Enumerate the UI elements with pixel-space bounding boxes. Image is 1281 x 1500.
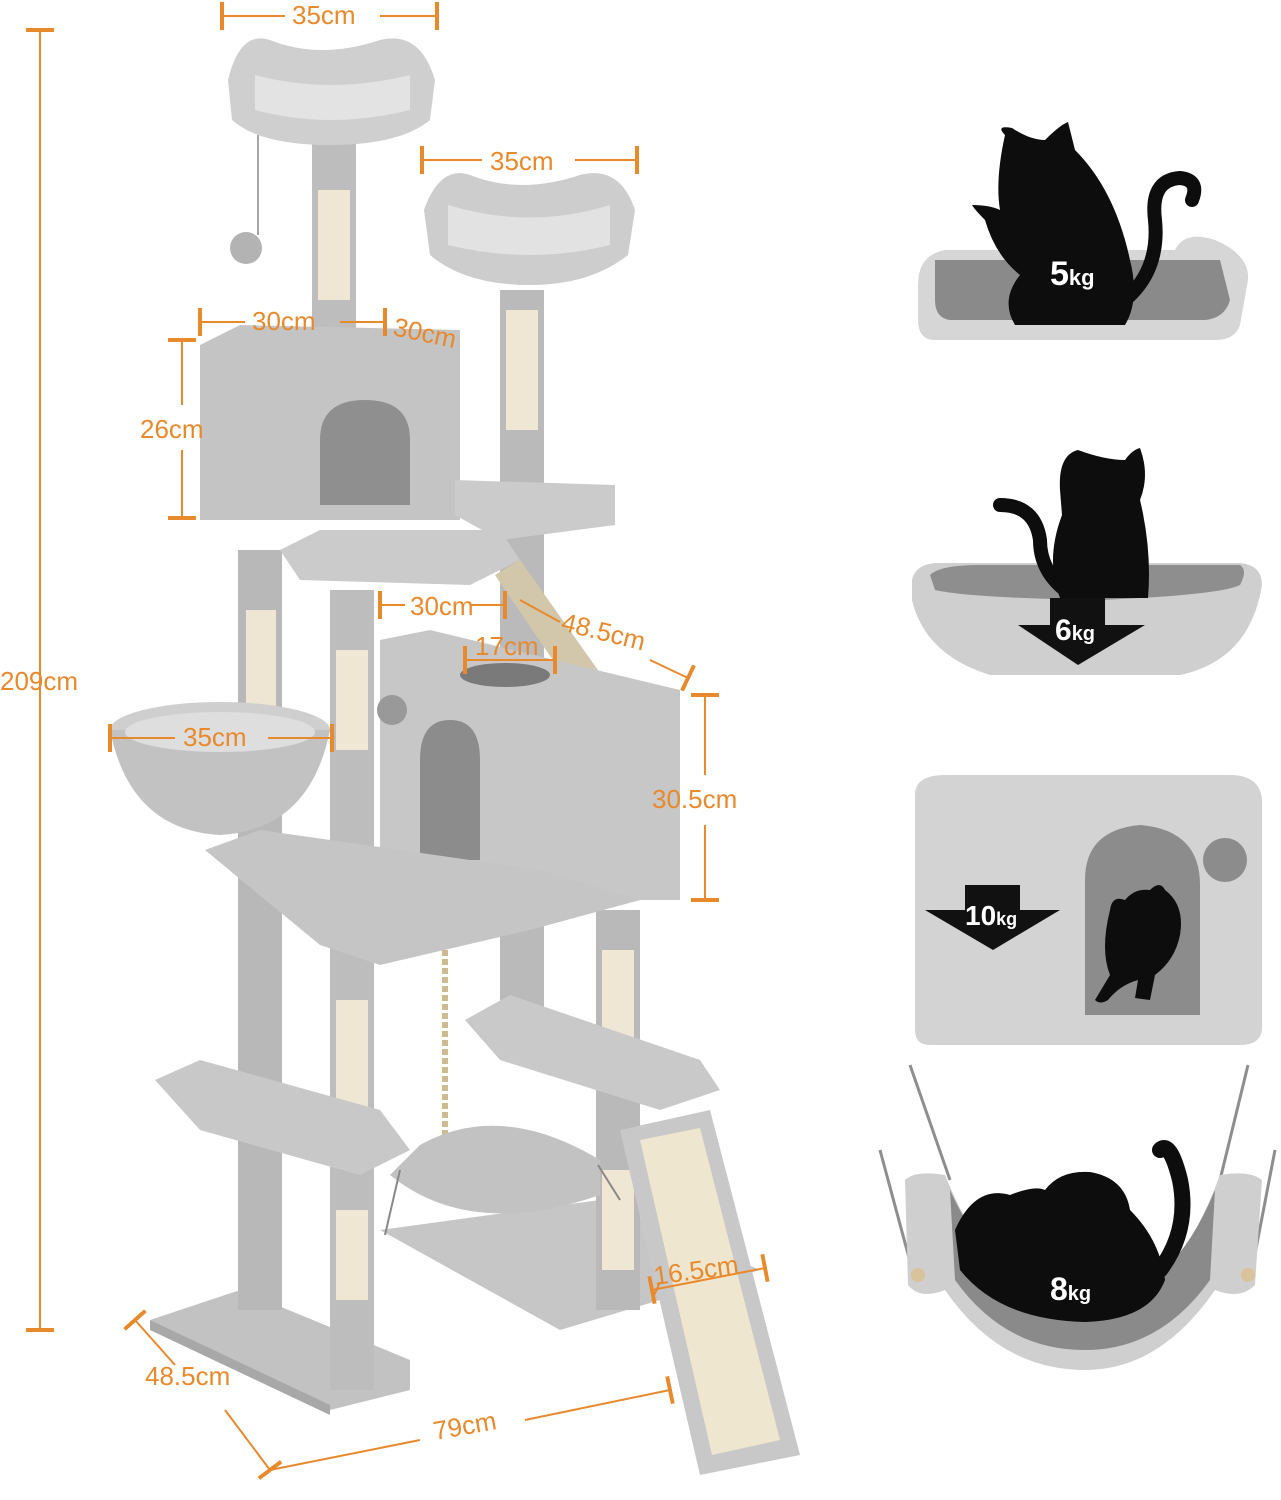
hammock: [384, 1125, 621, 1236]
top-perch: [228, 38, 435, 264]
total-height-label: 209cm: [0, 666, 78, 696]
mid-platform: [280, 530, 605, 700]
condo-load-value: 10: [965, 900, 996, 931]
perch-load-value: 5: [1050, 255, 1069, 293]
basket: [110, 702, 330, 835]
condo-load-icon: 10kg: [915, 775, 1262, 1045]
svg-text:5kg: 5kg: [1050, 255, 1095, 293]
svg-text:6kg: 6kg: [1055, 614, 1095, 647]
upper-box-width-label: 30cm: [252, 306, 316, 336]
large-platform: [205, 830, 640, 965]
basket-load-unit: kg: [1072, 623, 1095, 645]
hammock-load-unit: kg: [1068, 1283, 1091, 1305]
sleeping-cats-silhouette: [955, 1171, 1165, 1322]
lower-condo: [377, 630, 680, 900]
second-perch: [424, 173, 635, 285]
crouching-cat-silhouette: [1095, 885, 1181, 1003]
hammock-load-value: 8: [1050, 1271, 1068, 1307]
condo-load-unit: kg: [996, 909, 1017, 929]
hammock-load-icon: 8kg: [878, 1064, 1277, 1370]
svg-text:8kg: 8kg: [1050, 1271, 1091, 1307]
pom-pom-toy: [230, 232, 262, 264]
base-width-label: 79cm: [431, 1405, 499, 1446]
svg-text:10kg: 10kg: [965, 900, 1017, 931]
perch-load-icon: 5kg: [918, 122, 1249, 340]
basket-width-label: 35cm: [183, 722, 247, 752]
basket-load-value: 6: [1055, 614, 1072, 647]
second-perch-width-label: 35cm: [490, 146, 554, 176]
upper-box-height-label: 26cm: [140, 414, 204, 444]
top-perch-width-label: 35cm: [292, 0, 356, 30]
sitting-cat-back-silhouette: [1052, 448, 1149, 598]
lower-platforms: [155, 995, 720, 1175]
sitting-cat-silhouette: [972, 122, 1134, 325]
lower-box-height-label: 30.5cm: [652, 784, 737, 814]
basket-load-icon: 6kg: [912, 448, 1262, 675]
mid-platform-width-label: 30cm: [410, 591, 474, 621]
upper-condo: [200, 325, 615, 540]
dimension-lines: [26, 2, 770, 1480]
hole-diameter-label: 17cm: [475, 631, 539, 661]
perch-load-unit: kg: [1069, 265, 1095, 290]
base-depth-label: 48.5cm: [145, 1361, 230, 1391]
